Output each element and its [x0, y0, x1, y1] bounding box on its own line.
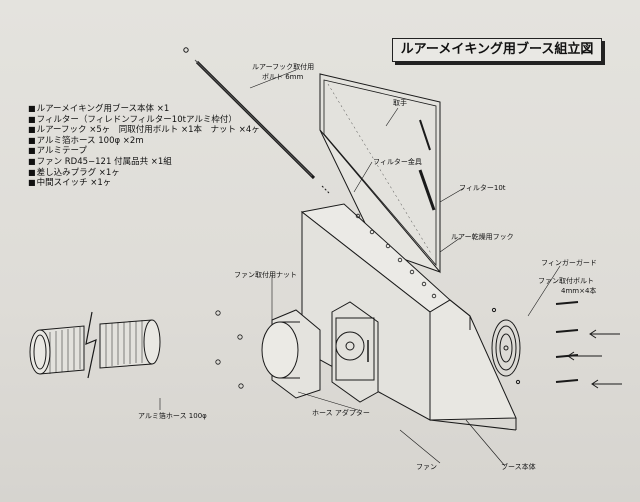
label-hose: アルミ箔ホース 100φ: [138, 412, 207, 420]
parts-list: ルアーメイキング用ブース本体 ×1 フィルター（フィレドンフィルター10tアルミ…: [28, 104, 260, 189]
leader-lines: [159, 69, 561, 467]
label-filter: フィルター10t: [459, 184, 506, 192]
parts-list-item: ファン RD45−121 付属品共 ×1組: [28, 157, 260, 168]
hose-adapter: [261, 309, 321, 399]
fan: [331, 301, 379, 403]
filter-frame: [319, 73, 441, 274]
fan-bolts: [555, 301, 622, 389]
hook-bolt: [183, 47, 330, 194]
label-hose-adapter: ホース アダプター: [312, 409, 370, 417]
label-handle: 取手: [393, 99, 407, 107]
label-hook-bolt: ルアーフック取付用: [252, 63, 315, 71]
parts-list-item: アルミテープ: [28, 146, 260, 157]
label-fan-nut: ファン取付用ナット: [234, 271, 297, 279]
parts-list-item: ルアーフック ×5ヶ 同取付用ボルト ×1本 ナット ×4ヶ: [28, 125, 260, 136]
label-hook-bolt-size: ボルト 6mm: [262, 73, 304, 81]
label-fan-bolt: ファン取付ボルト: [538, 277, 594, 285]
parts-list-item: 差し込みプラグ ×1ヶ: [28, 168, 260, 179]
parts-list-item: ルアーメイキング用ブース本体 ×1: [28, 104, 260, 115]
label-fan-bolt-size: 4mm×4本: [561, 287, 597, 295]
parts-list-item: 中間スイッチ ×1ヶ: [28, 178, 260, 189]
label-filter-bracket: フィルター金具: [373, 158, 422, 166]
diagram-title: ルアーメイキング用ブース組立図: [392, 38, 602, 62]
finger-guard: [491, 307, 521, 385]
parts-list-item: フィルター（フィレドンフィルター10tアルミ枠付）: [28, 115, 260, 126]
fan-nuts: [215, 310, 244, 389]
label-drying-hook: ルアー乾燥用フック: [451, 233, 514, 241]
label-fan: ファン: [416, 463, 437, 471]
label-booth-body: ブース本体: [501, 463, 536, 471]
parts-list-item: アルミ箔ホース 100φ ×2m: [28, 136, 260, 147]
aluminum-hose: [29, 311, 161, 379]
label-finger-guard: フィンガーガード: [541, 259, 597, 267]
